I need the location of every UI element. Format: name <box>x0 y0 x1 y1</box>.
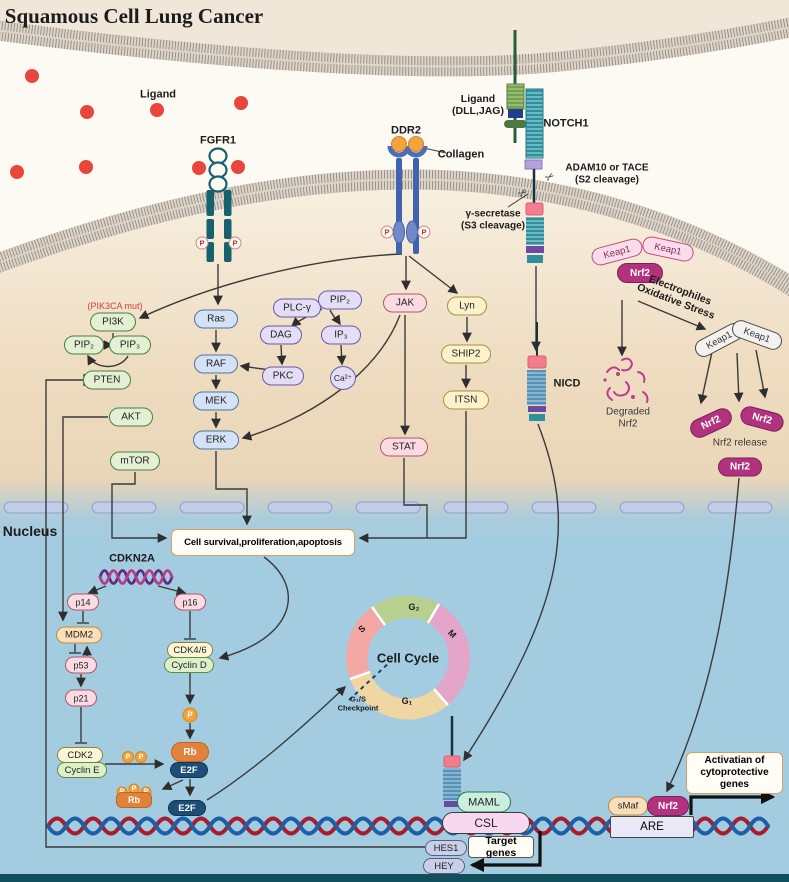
node-dag: DAG <box>260 325 302 345</box>
node-cdk2: CDK2 <box>57 747 103 763</box>
node-stat: STAT <box>380 437 428 457</box>
phospho-icon: P <box>228 236 242 250</box>
node-pip2b: PIP₂ <box>318 290 362 310</box>
collagen-label: Collagen <box>437 148 485 161</box>
node-jak: JAK <box>383 293 427 313</box>
node-pkc: PKC <box>262 366 304 386</box>
node-akt: AKT <box>109 407 153 427</box>
ddr2-label: DDR2 <box>391 124 421 137</box>
checkpoint-line1: G₁/S <box>349 694 367 704</box>
node-pten: PTEN <box>83 370 131 390</box>
degraded-line1: Degraded <box>606 406 650 418</box>
node-e2f-dna: E2F <box>168 800 206 816</box>
are-box: ARE <box>610 816 694 838</box>
cell-cycle-g2: G₂ <box>408 601 420 612</box>
node-mtor: mTOR <box>110 451 160 471</box>
node-plcg: PLC-γ <box>273 298 321 318</box>
fgfr1-label: FGFR1 <box>199 134 237 147</box>
node-ship2: SHIP2 <box>441 344 491 364</box>
fgfr1-receptor <box>206 147 232 262</box>
phospho-icon: P <box>135 751 147 763</box>
cdkn2a-label: CDKN2A <box>109 552 155 565</box>
node-p14: p14 <box>67 593 99 611</box>
node-cdk46: CDK4/6 <box>167 642 213 658</box>
node-nrf2-free: Nrf2 <box>718 457 762 477</box>
adam10-label: ADAM10 or TACE (S2 cleavage) <box>565 163 648 186</box>
cell-cycle-title: Cell Cycle <box>376 650 440 666</box>
node-nrf2: Nrf2 <box>617 263 663 283</box>
cdkn2a-gene-icon <box>98 569 174 585</box>
node-mdm2: MDM2 <box>56 626 102 644</box>
nrf2-release-label: Nrf2 release <box>712 437 768 449</box>
activation-box: Activatian of cytoprotective genes <box>686 752 783 794</box>
target-genes-box: Target genes <box>468 835 534 859</box>
notch1-label: NOTCH1 <box>543 117 589 130</box>
node-ip3: IP₃ <box>321 325 361 345</box>
node-pip3: PIP₃ <box>109 335 151 355</box>
node-e2f: E2F <box>170 762 208 778</box>
bottom-border <box>0 874 789 882</box>
node-cyclin-e: Cyclin E <box>57 762 107 778</box>
connectors <box>45 147 776 873</box>
node-hes1: HES1 <box>425 840 467 856</box>
node-hey: HEY <box>423 858 465 874</box>
node-p16: p16 <box>174 593 206 611</box>
phospho-icon: P <box>122 751 134 763</box>
notch1-receptor <box>504 30 544 263</box>
nicd-label: NICD <box>553 377 581 390</box>
ligand-label: Ligand <box>139 88 177 101</box>
nuclear-membrane <box>3 501 773 514</box>
node-maml: MAML <box>457 791 511 813</box>
node-cyclin-d: Cyclin D <box>164 657 214 673</box>
notch-ligand-line1: Ligand <box>460 92 496 105</box>
node-csl: CSL <box>442 812 530 834</box>
node-rb-phospho: Rb <box>116 792 152 808</box>
gamma-secretase-label: γ-secretase (S3 cleavage) <box>461 209 525 232</box>
degraded-nrf2-label: Degraded Nrf2 <box>606 407 650 430</box>
node-lyn: Lyn <box>447 296 487 316</box>
node-ras: Ras <box>194 309 238 329</box>
cell-membrane <box>0 169 789 297</box>
notch-ligand-line2: (DLL,JAG) <box>452 105 504 117</box>
adam10-line2: (S2 cleavage) <box>575 174 639 185</box>
degraded-line2: Nrf2 <box>618 418 638 429</box>
node-raf: RAF <box>194 354 238 374</box>
node-pi3k: PI3K <box>90 312 136 332</box>
node-ca: Ca²⁺ <box>330 366 356 390</box>
ligand-dots <box>10 69 248 179</box>
ddr2-receptor <box>387 136 428 254</box>
pik3ca-mut-label: (PIK3CA mut) <box>87 300 143 311</box>
notch-ligand-label: Ligand (DLL,JAG) <box>452 93 504 117</box>
phospho-icon: P <box>195 236 209 250</box>
node-erk: ERK <box>193 430 239 450</box>
adam10-line1: ADAM10 or TACE <box>565 162 649 174</box>
checkpoint-line2: Checkpoint <box>337 703 379 712</box>
node-rb: Rb <box>171 742 209 762</box>
node-itsn: ITSN <box>443 390 489 410</box>
node-nrf2-are: Nrf2 <box>647 796 689 816</box>
node-p21: p21 <box>65 689 97 707</box>
degraded-nrf2-fragments <box>603 357 649 403</box>
node-mek: MEK <box>193 391 239 411</box>
diagram-title: Squamous Cell Lung Cancer <box>4 3 264 28</box>
node-pip2: PIP₂ <box>64 335 104 355</box>
phospho-icon: P <box>380 225 394 239</box>
checkpoint-label: G₁/S Checkpoint <box>338 695 379 712</box>
outer-membrane <box>0 17 789 77</box>
gsec-line1: γ-secretase <box>465 208 521 220</box>
gsec-line2: (S3 cleavage) <box>461 220 525 231</box>
nicd-at-csl <box>443 716 461 807</box>
node-p53: p53 <box>65 656 97 674</box>
cell-cycle-g1: G₁ <box>401 695 413 706</box>
phospho-icon: P <box>417 225 431 239</box>
nucleus-label: Nucleus <box>2 522 58 539</box>
cell-cycle-ring <box>346 595 470 720</box>
node-smaf: sMaf <box>608 796 648 816</box>
phospho-icon: P <box>182 707 198 723</box>
nicd-fragment <box>527 322 547 421</box>
survival-box: Cell survival,proliferation,apoptosis <box>171 529 355 556</box>
